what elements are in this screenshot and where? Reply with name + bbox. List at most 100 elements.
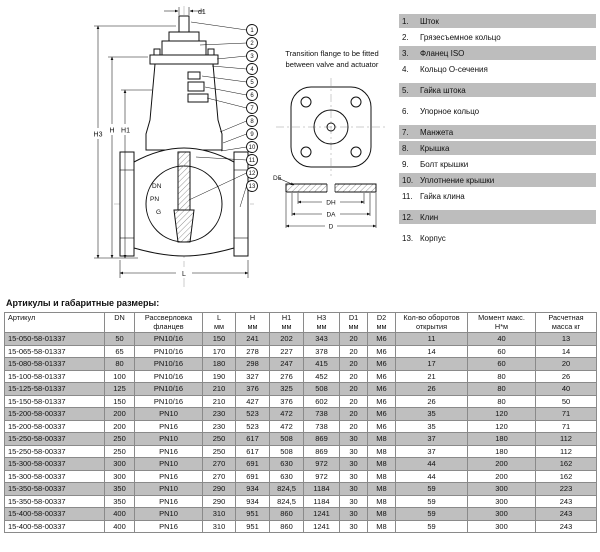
cell-torque: 300 bbox=[467, 482, 536, 496]
cell-l: 290 bbox=[202, 494, 236, 508]
valve-section-view: d1 H3 H H1 L DN PN G bbox=[90, 6, 258, 290]
dim-label-h1: H1 bbox=[121, 128, 130, 135]
flange-section-view bbox=[285, 183, 377, 193]
parts-list-item: 4. Кольцо О-сечения bbox=[399, 62, 596, 76]
column-header: DN bbox=[104, 312, 135, 333]
cell-d1: 30 bbox=[339, 457, 368, 471]
cell-h: 523 bbox=[235, 419, 270, 433]
cell-mass: 243 bbox=[535, 519, 597, 533]
cell-turns: 17 bbox=[395, 357, 468, 371]
cell-h3: 1184 bbox=[303, 494, 340, 508]
cell-d2: M8 bbox=[367, 457, 396, 471]
cell-turns: 59 bbox=[395, 482, 468, 496]
callout-5: 5 bbox=[246, 76, 258, 88]
cell-d1: 20 bbox=[339, 332, 368, 346]
parts-list-item: 9. Болт крышки bbox=[399, 157, 596, 171]
dim-label-backgrounds bbox=[90, 124, 192, 278]
part-number: 9. bbox=[402, 159, 409, 169]
cell-h: 951 bbox=[235, 507, 270, 521]
cell-mass: 71 bbox=[535, 419, 597, 433]
column-header: Момент макс.Н*м bbox=[467, 312, 536, 333]
part-label: Грязесъемное кольцо bbox=[420, 32, 501, 42]
valve-drawing: d1 H3 H H1 L DN PN G bbox=[2, 2, 266, 301]
cell-d1: 20 bbox=[339, 394, 368, 408]
cell-h1: 508 bbox=[269, 444, 304, 458]
cell-d1: 20 bbox=[339, 407, 368, 421]
cell-drilling: PN10/16 bbox=[134, 357, 203, 371]
cell-h: 617 bbox=[235, 444, 270, 458]
cell-l: 250 bbox=[202, 444, 236, 458]
cell-torque: 200 bbox=[467, 469, 536, 483]
cell-turns: 26 bbox=[395, 382, 468, 396]
cell-drilling: PN16 bbox=[134, 444, 203, 458]
callout-1: 1 bbox=[246, 24, 258, 36]
cell-torque: 60 bbox=[467, 357, 536, 371]
part-label: Кольцо О-сечения bbox=[420, 64, 488, 74]
cell-l: 180 bbox=[202, 357, 236, 371]
part-number: 11. bbox=[402, 191, 413, 201]
cell-l: 230 bbox=[202, 419, 236, 433]
cell-dn: 400 bbox=[104, 519, 135, 533]
cell-dn: 300 bbox=[104, 457, 135, 471]
callout-7: 7 bbox=[246, 102, 258, 114]
note-line-1: Transition flange to be fitted bbox=[285, 49, 379, 58]
cell-h: 934 bbox=[235, 482, 270, 496]
cell-drilling: PN16 bbox=[134, 519, 203, 533]
callout-4: 4 bbox=[246, 63, 258, 75]
cell-drilling: PN10 bbox=[134, 482, 203, 496]
cell-l: 170 bbox=[202, 344, 236, 358]
cell-h3: 738 bbox=[303, 419, 340, 433]
cell-torque: 300 bbox=[467, 519, 536, 533]
cell-l: 190 bbox=[202, 369, 236, 383]
transition-flange-block: Transition flange to be fitted between v… bbox=[266, 8, 398, 240]
cell-h3: 1184 bbox=[303, 482, 340, 496]
callout-8: 8 bbox=[246, 115, 258, 127]
cell-mass: 112 bbox=[535, 444, 597, 458]
cell-l: 270 bbox=[202, 457, 236, 471]
cell-dn: 65 bbox=[104, 344, 135, 358]
callout-number: 10 bbox=[249, 145, 256, 151]
cell-h3: 869 bbox=[303, 432, 340, 446]
cell-torque: 40 bbox=[467, 332, 536, 346]
cell-h: 278 bbox=[235, 344, 270, 358]
cell-l: 230 bbox=[202, 407, 236, 421]
cell-torque: 120 bbox=[467, 407, 536, 421]
cell-h3: 1241 bbox=[303, 519, 340, 533]
cell-dn: 250 bbox=[104, 432, 135, 446]
part-number: 6. bbox=[402, 106, 409, 116]
callout-number: 9 bbox=[250, 132, 254, 138]
cell-d1: 30 bbox=[339, 494, 368, 508]
cell-d1: 30 bbox=[339, 482, 368, 496]
cell-dn: 400 bbox=[104, 507, 135, 521]
callout-11: 11 bbox=[246, 154, 258, 166]
part-number: 4. bbox=[402, 64, 409, 74]
cell-mass: 243 bbox=[535, 494, 597, 508]
cell-torque: 60 bbox=[467, 344, 536, 358]
cell-l: 310 bbox=[202, 507, 236, 521]
cell-h1: 824,5 bbox=[269, 482, 304, 496]
bolt-hole bbox=[300, 146, 312, 158]
part-label: Болт крышки bbox=[420, 159, 469, 169]
cell-turns: 35 bbox=[395, 419, 468, 433]
cell-h: 691 bbox=[235, 457, 270, 471]
parts-list-item: 2.Грязесъемное кольцо bbox=[399, 30, 596, 44]
cell-drilling: PN10/16 bbox=[134, 332, 203, 346]
cell-turns: 44 bbox=[395, 457, 468, 471]
cell-h: 934 bbox=[235, 494, 270, 508]
dim-label-h3: H3 bbox=[94, 132, 103, 139]
cell-drilling: PN10 bbox=[134, 457, 203, 471]
cell-h1: 860 bbox=[269, 507, 304, 521]
cell-mass: 223 bbox=[535, 482, 597, 496]
cell-turns: 11 bbox=[395, 332, 468, 346]
